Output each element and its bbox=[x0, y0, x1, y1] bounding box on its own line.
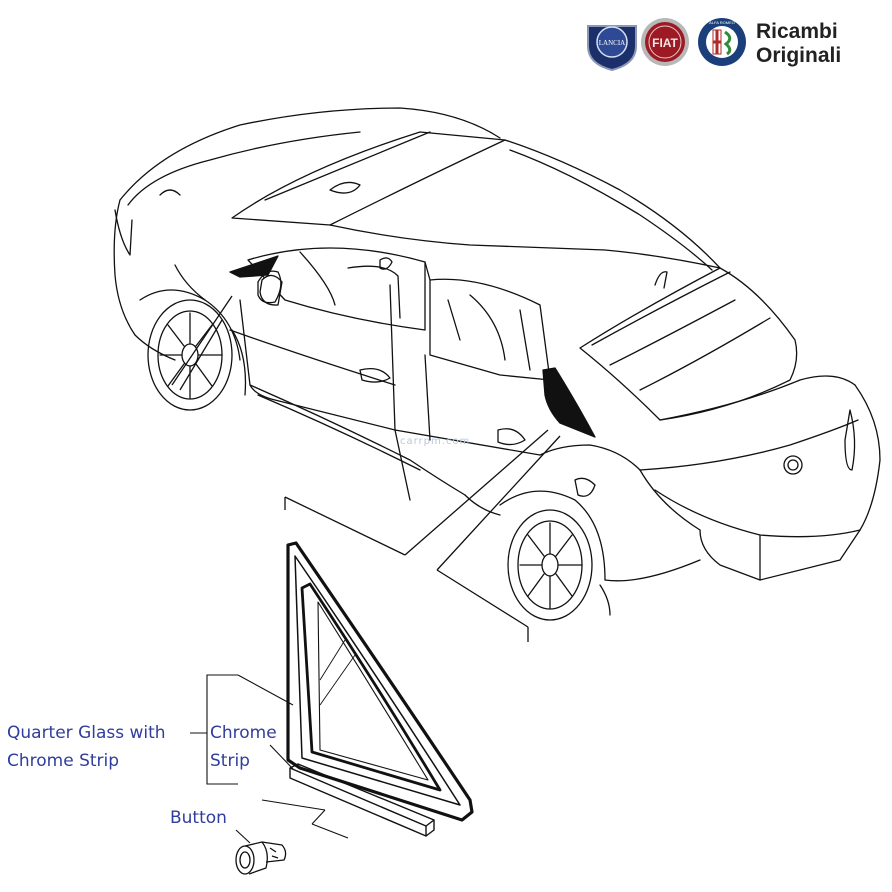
quarter-glass-label-line-2: Chrome Strip bbox=[7, 751, 120, 771]
fiat-logo-text: FIAT bbox=[652, 36, 678, 50]
button-label: Button bbox=[170, 808, 227, 828]
quarter-glass-part bbox=[286, 541, 474, 822]
brand-wordmark: Ricambi Originali bbox=[756, 20, 841, 68]
quarter-glass-label-line-1: Quarter Glass with bbox=[7, 723, 166, 743]
alfa-romeo-logo: ALFA ROMEO bbox=[698, 18, 746, 66]
chrome-strip-label: Chrome Strip bbox=[210, 719, 277, 775]
quarter-glass-label: Quarter Glass with Chrome Strip bbox=[7, 719, 166, 775]
alfa-romeo-logo-text: ALFA ROMEO bbox=[709, 20, 735, 25]
label-leader-lines bbox=[190, 674, 349, 844]
chrome-strip-part bbox=[289, 763, 435, 837]
lancia-logo: LANCIA bbox=[587, 25, 637, 72]
fiat-logo: FIAT bbox=[641, 18, 689, 66]
brand-line-1: Ricambi bbox=[756, 20, 838, 43]
chrome-strip-label-line-1: Chrome bbox=[210, 723, 277, 743]
watermark: carrpm.com bbox=[400, 436, 471, 447]
brand-line-2: Originali bbox=[756, 44, 842, 67]
chrome-strip-label-line-2: Strip bbox=[210, 751, 250, 771]
callout-lines bbox=[171, 295, 561, 642]
lancia-logo-text: LANCIA bbox=[599, 39, 625, 47]
car-illustration bbox=[113, 107, 881, 621]
button-part bbox=[235, 841, 287, 875]
